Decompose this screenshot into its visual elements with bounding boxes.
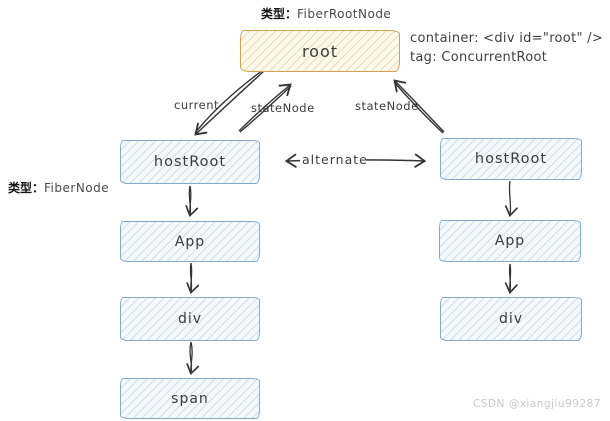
edge-right-app-div-arrow — [504, 263, 518, 295]
type-label-value: FiberNode — [44, 181, 110, 195]
node-span-left-label: span — [171, 390, 209, 407]
edge-left-div-span-arrow — [186, 341, 200, 376]
node-root: root — [240, 30, 400, 72]
node-app-left: App — [120, 221, 260, 262]
root-annotation: container: <div id="root" /> tag: Concur… — [410, 29, 603, 67]
type-label-value: FiberRootNode — [297, 7, 392, 21]
edge-left-hostroot-app-arrow — [185, 185, 199, 218]
node-hostroot-right: hostRoot — [440, 138, 582, 180]
node-app-right: App — [439, 220, 581, 262]
node-div-right-label: div — [498, 311, 524, 327]
edge-statenode-left-label: stateNode — [251, 101, 315, 115]
fiber-root-node-type-label: 类型：FiberRootNode — [261, 5, 391, 22]
root-annotation-tag: tag: ConcurrentRoot — [410, 50, 548, 65]
root-annotation-container: container: <div id="root" /> — [410, 31, 604, 46]
type-label-prefix: 类型： — [261, 7, 298, 21]
fiber-node-type-label: 类型：FiberNode — [8, 179, 109, 196]
type-label-prefix: 类型： — [8, 181, 45, 195]
node-app-left-label: App — [174, 233, 206, 250]
edge-alternate-label: alternate — [300, 152, 368, 167]
node-root-label: root — [301, 41, 339, 61]
node-div-left: div — [120, 297, 260, 341]
node-div-left-label: div — [177, 311, 203, 327]
edge-statenode-right-label: stateNode — [355, 99, 419, 113]
node-app-right-label: App — [494, 233, 526, 249]
edge-right-hostroot-app-arrow — [504, 180, 518, 218]
node-hostroot-left-label: hostRoot — [153, 154, 227, 170]
edge-current-label: current — [174, 98, 219, 112]
node-div-right: div — [440, 297, 582, 341]
edge-left-app-div-arrow — [186, 262, 200, 295]
node-span-left: span — [120, 378, 260, 419]
node-hostroot-right-label: hostRoot — [474, 151, 548, 167]
node-hostroot-left: hostRoot — [120, 140, 260, 184]
csdn-watermark: CSDN @xiangjiu99287 — [472, 398, 601, 410]
